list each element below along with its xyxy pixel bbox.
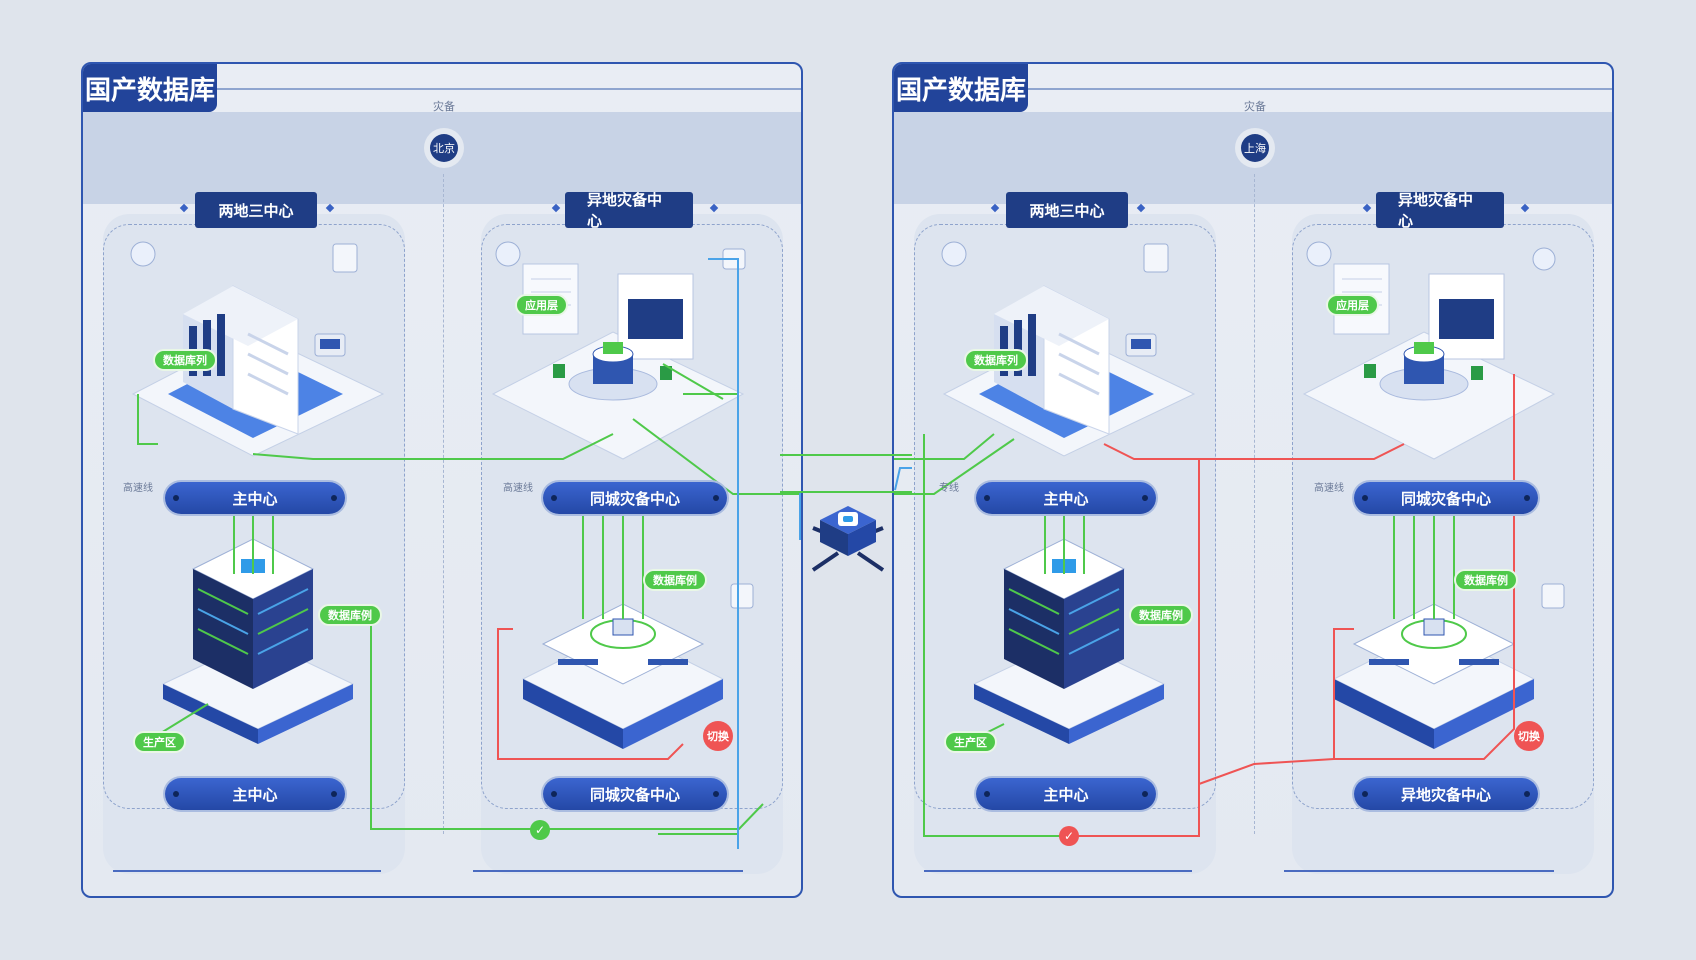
tag-app-layer: 应用层 — [515, 294, 568, 316]
pill-dot — [173, 791, 179, 797]
section-header-two-sites: 两地三中心 — [195, 192, 317, 228]
header-diamond — [325, 203, 335, 213]
side-label: 高速线 — [1314, 483, 1344, 494]
header-diamond — [709, 203, 719, 213]
pill-dot — [984, 495, 990, 501]
pill-label: 同城灾备中心 — [589, 785, 680, 804]
header-diamond — [179, 203, 189, 213]
side-label: 专线 — [939, 483, 959, 494]
column-divider — [1254, 174, 1255, 834]
pill-main-center-top[interactable]: 主中心 — [976, 482, 1156, 514]
city-badge-shanghai[interactable]: 上海 — [1241, 134, 1269, 162]
panel-shanghai: 国产数据库 灾备 上海 两地三中心 异地灾备中心 — [892, 62, 1614, 898]
pill-dot — [984, 791, 990, 797]
pill-label: 主中心 — [1043, 785, 1089, 804]
panel-beijing: 国产数据库 灾备 北京 两地三中心 异地灾备中心 — [81, 62, 803, 898]
bottom-bar — [1284, 870, 1554, 872]
tag-app-layer: 应用层 — [1326, 294, 1379, 316]
pill-label: 同城灾备中心 — [589, 489, 680, 508]
check-icon: ✓ — [530, 820, 550, 840]
tag-db-cluster: 数据库列 — [964, 349, 1028, 371]
pill-dot — [331, 791, 337, 797]
header-diamond — [1136, 203, 1146, 213]
side-label: 高速线 — [503, 483, 533, 494]
pill-dot — [713, 495, 719, 501]
tag-db-instance: 数据库例 — [1129, 604, 1193, 626]
pill-main-center-top[interactable]: 主中心 — [165, 482, 345, 514]
pill-dot — [173, 495, 179, 501]
tag-db-instance: 数据库例 — [318, 604, 382, 626]
pill-dot — [551, 495, 557, 501]
pill-dot — [1524, 791, 1530, 797]
section-header-remote-dr: 异地灾备中心 — [565, 191, 693, 230]
tag-db-instance: 数据库例 — [1454, 569, 1518, 591]
pill-remote-dr-bottom[interactable]: 异地灾备中心 — [1354, 778, 1538, 810]
pill-label: 同城灾备中心 — [1400, 489, 1491, 508]
pill-label: 主中心 — [232, 785, 278, 804]
section-header-two-sites: 两地三中心 — [1006, 192, 1128, 228]
header-diamond — [551, 203, 561, 213]
region-label: 灾备 — [433, 100, 455, 113]
column-divider — [443, 174, 444, 834]
pill-main-center-bottom[interactable]: 主中心 — [165, 778, 345, 810]
tag-db-cluster: 数据库列 — [153, 349, 217, 371]
pill-dot — [1362, 791, 1368, 797]
pill-label: 主中心 — [232, 489, 278, 508]
left-dash-box — [914, 224, 1216, 809]
section-header-remote-dr: 异地灾备中心 — [1376, 191, 1504, 230]
pill-dot — [1142, 791, 1148, 797]
header-diamond — [1520, 203, 1530, 213]
network-hub-icon[interactable] — [808, 498, 888, 578]
panel-title: 国产数据库 — [83, 64, 217, 112]
top-line — [217, 88, 801, 90]
pill-dot — [1362, 495, 1368, 501]
left-dash-box — [103, 224, 405, 809]
bottom-bar — [113, 870, 381, 872]
header-diamond — [990, 203, 1000, 213]
pill-dot — [331, 495, 337, 501]
tag-switch[interactable]: 切换 — [1514, 721, 1544, 751]
tag-switch[interactable]: 切换 — [703, 721, 733, 751]
pill-label: 异地灾备中心 — [1400, 785, 1491, 804]
tag-db-instance: 数据库例 — [643, 569, 707, 591]
pill-same-city-dr-top[interactable]: 同城灾备中心 — [1354, 482, 1538, 514]
side-label: 高速线 — [123, 483, 153, 494]
tag-production: 生产区 — [944, 731, 997, 753]
pill-same-city-dr-top[interactable]: 同城灾备中心 — [543, 482, 727, 514]
pill-dot — [551, 791, 557, 797]
pill-dot — [1524, 495, 1530, 501]
region-label: 灾备 — [1244, 100, 1266, 113]
pill-dot — [713, 791, 719, 797]
pill-main-center-bottom[interactable]: 主中心 — [976, 778, 1156, 810]
header-diamond — [1362, 203, 1372, 213]
pill-label: 主中心 — [1043, 489, 1089, 508]
city-badge-beijing[interactable]: 北京 — [430, 134, 458, 162]
panel-title: 国产数据库 — [894, 64, 1028, 112]
pill-dot — [1142, 495, 1148, 501]
tag-production: 生产区 — [133, 731, 186, 753]
bottom-bar — [473, 870, 743, 872]
check-icon: ✓ — [1059, 826, 1079, 846]
top-line — [1028, 88, 1612, 90]
pill-same-city-dr-bottom[interactable]: 同城灾备中心 — [543, 778, 727, 810]
bottom-bar — [924, 870, 1192, 872]
